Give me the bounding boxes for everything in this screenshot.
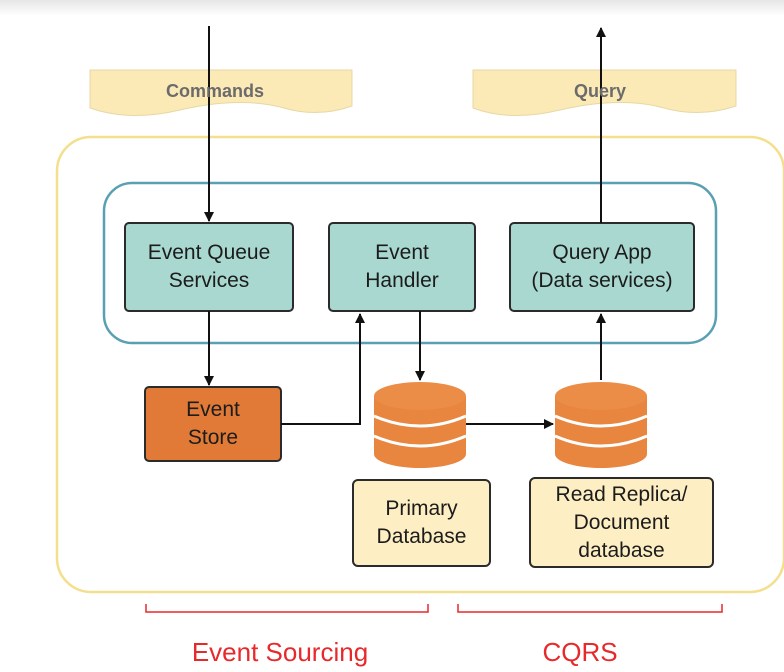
event-sourcing-bracket [145, 604, 429, 613]
primary-database-label-box [352, 479, 491, 567]
system-boundary [55, 135, 784, 594]
event-queue-label: Event Queue Services [147, 241, 271, 292]
primary-database-label: Primary Database [376, 497, 467, 548]
query-label: Query [573, 80, 627, 101]
commands-label: Commands [165, 80, 264, 101]
window-top-shade [0, 0, 784, 16]
query-app-label: Query App (Data services) [531, 241, 673, 292]
query-banner [472, 69, 737, 116]
event-sourcing-caption: Event Sourcing [191, 636, 369, 667]
read-replica-label: Read Replica/ Document database [555, 482, 688, 562]
read-replica-label-box [529, 477, 714, 568]
cqrs-bracket [457, 604, 723, 613]
cqrs-caption: CQRS [542, 636, 618, 667]
store-to-handler-arrow [281, 313, 365, 425]
event-handler-label: Event Handler [365, 241, 439, 292]
event-store-label: Event Store [186, 398, 240, 449]
commands-banner [89, 69, 353, 116]
event-handler-box [328, 222, 476, 312]
read-replica-database-icon [554, 382, 648, 468]
services-group [102, 181, 718, 345]
primary-database-icon [373, 382, 467, 468]
